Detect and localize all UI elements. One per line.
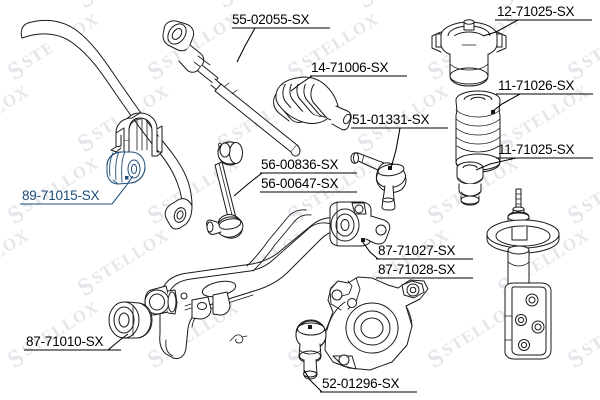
part-label-front-arm-bushing[interactable]: 87-71010-SX — [26, 334, 104, 349]
part-steering-rack-boot — [273, 76, 352, 131]
part-label-strut-dust-boot[interactable]: 11-71026-SX — [498, 78, 575, 93]
part-label-strut-mount[interactable]: 12-71025-SX — [497, 4, 575, 19]
leader-lower-ball-joint — [303, 369, 323, 393]
leader-control-arm-bush — [361, 240, 379, 260]
part-control-arm-front-bushing — [108, 301, 153, 339]
part-label-stabilizer-bushing[interactable]: 89-71015-SX — [22, 188, 100, 203]
part-stabilizer-bushing — [106, 151, 146, 185]
part-control-arm-rear-bushing — [329, 201, 391, 247]
leader-inner-tie-rod — [236, 27, 256, 63]
leader-stabilizer-link — [233, 172, 263, 197]
part-label-bump-stop[interactable]: 11-71025-SX — [498, 142, 575, 157]
part-steering-knuckle — [324, 276, 429, 371]
leader-front-arm-bushing — [107, 333, 129, 351]
part-inner-tie-rod — [162, 20, 301, 157]
leader-rack-boot — [290, 75, 313, 92]
part-lower-ball-joint — [295, 319, 327, 380]
part-label-stabilizer-link-b[interactable]: 56-00647-SX — [261, 176, 339, 191]
leader-strut-mount — [482, 19, 519, 37]
part-label-lower-ball-joint[interactable]: 52-01296-SX — [322, 376, 400, 391]
leader-bump-stop — [475, 157, 517, 171]
part-control-arm — [144, 209, 357, 359]
leader-dust-boot — [492, 93, 521, 112]
part-label-control-arm-bush-b[interactable]: 87-71028-SX — [378, 262, 456, 277]
part-strut — [486, 188, 560, 360]
leader-outer-tie-rod — [390, 127, 401, 169]
part-stabilizer-link — [206, 141, 244, 239]
part-label-inner-tie-rod[interactable]: 55-02055-SX — [232, 12, 310, 27]
part-stabilizer-bar — [20, 19, 193, 230]
part-label-outer-tie-rod-end[interactable]: 51-01331-SX — [352, 112, 430, 127]
part-label-steering-rack-boot[interactable]: 14-71006-SX — [311, 60, 389, 75]
part-label-control-arm-bush-a[interactable]: 87-71027-SX — [378, 243, 456, 258]
part-outer-tie-rod-end — [350, 152, 407, 211]
leader-stabilizer-bushing — [111, 175, 134, 205]
part-bump-stop — [456, 161, 484, 206]
part-label-stabilizer-link-a[interactable]: 56-00836-SX — [261, 157, 339, 172]
part-strut-mount — [431, 19, 507, 87]
